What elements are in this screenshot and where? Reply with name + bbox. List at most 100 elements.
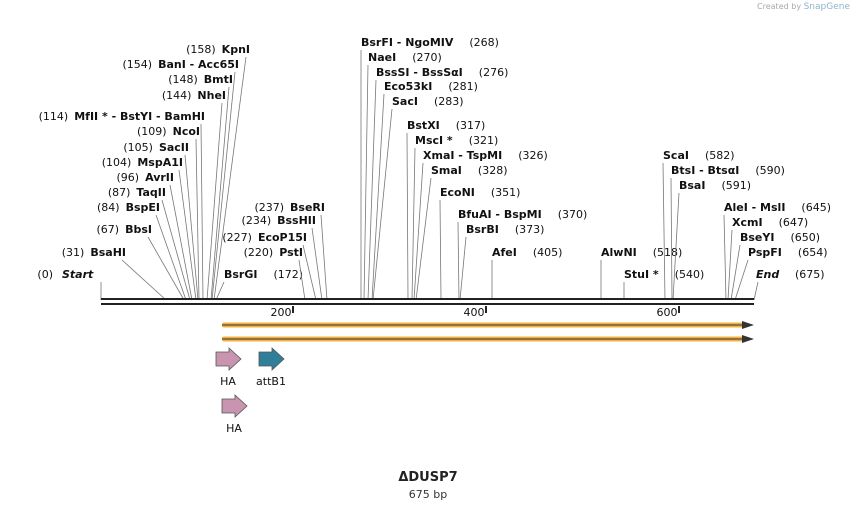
site-position-label: (351) <box>491 186 521 199</box>
site-position-label: (227) <box>222 231 252 244</box>
site-name-label: Eco53kI <box>384 80 432 93</box>
site-name-label: AleI - MslI <box>724 201 785 214</box>
site-position-label: (283) <box>434 95 464 108</box>
site-connector <box>406 132 409 301</box>
site-name-label: BsaHI <box>90 246 126 259</box>
site-connector <box>155 214 187 301</box>
site-connector <box>723 214 727 301</box>
snapgene-credit: Created by SnapGene <box>757 2 850 12</box>
site-connector <box>215 281 225 301</box>
site-connector <box>372 108 393 301</box>
site-name-label: EcoNI <box>440 186 475 199</box>
site-connector <box>206 102 223 301</box>
site-connector <box>195 138 200 301</box>
site-position-label: (373) <box>515 223 545 236</box>
site-position-label: (268) <box>469 36 499 49</box>
site-name-label: NaeI <box>368 51 396 64</box>
site-connector <box>670 177 673 301</box>
orf-arrowhead <box>742 335 754 343</box>
site-connector <box>734 259 749 301</box>
site-connector <box>411 147 416 301</box>
site-connector <box>662 162 666 301</box>
site-position-label: (326) <box>518 149 548 162</box>
site-name-label: BtsI - BtsαI <box>671 164 739 177</box>
site-name-label: SmaI <box>431 164 462 177</box>
ruler-tick-label: 600 <box>657 306 678 319</box>
site-name-label: BssHII <box>277 214 316 227</box>
site-connector <box>169 184 193 301</box>
site-connector <box>298 259 306 301</box>
site-position-label: (591) <box>721 179 751 192</box>
site-position-label: (645) <box>801 201 831 214</box>
site-name-label: StuI * <box>624 268 659 281</box>
site-name-label: XcmI <box>732 216 763 229</box>
feature-label: HA <box>220 375 236 388</box>
site-position-label: (234) <box>242 214 272 227</box>
site-position-label: (317) <box>456 119 486 132</box>
site-name-label: AlwNI <box>601 246 637 259</box>
feature-label: attB1 <box>256 375 286 388</box>
site-name-label: BseYI <box>740 231 774 244</box>
orf-arrowhead <box>742 321 754 329</box>
site-position-label: (96) <box>117 171 140 184</box>
site-position-label: (654) <box>798 246 828 259</box>
site-connector <box>302 244 317 301</box>
site-name-label: BmtI <box>204 73 233 86</box>
start-label: Start <box>62 268 94 281</box>
site-position-label: (518) <box>653 246 683 259</box>
ruler-tick-label: 200 <box>271 306 292 319</box>
site-name-label: AfeI <box>492 246 517 259</box>
site-position-label: (154) <box>122 58 152 71</box>
site-position-label: (87) <box>108 186 131 199</box>
site-name-label: AvrII <box>145 171 174 184</box>
site-name-label: SacII <box>159 141 189 154</box>
site-connector <box>413 162 424 301</box>
site-position-label: (321) <box>469 134 499 147</box>
site-position-label: (172) <box>273 268 303 281</box>
start-position-label: (0) <box>37 268 53 281</box>
end-position-label: (675) <box>795 268 825 281</box>
feature-label: HA <box>226 422 242 435</box>
site-name-label: BspEI <box>126 201 160 214</box>
site-position-label: (370) <box>558 208 588 221</box>
site-position-label: (270) <box>412 51 442 64</box>
site-connector <box>371 93 385 301</box>
end-label: End <box>756 268 779 281</box>
site-connector <box>211 71 236 301</box>
site-connector <box>161 199 191 301</box>
site-name-label: MfII * - BstYI - BamHI <box>74 110 205 123</box>
site-position-label: (582) <box>705 149 735 162</box>
site-connector <box>320 214 328 301</box>
site-name-label: XmaI - TspMI <box>423 149 502 162</box>
site-connector <box>121 259 167 301</box>
site-position-label: (220) <box>244 246 274 259</box>
feature-arrow <box>221 394 248 418</box>
end-connector <box>753 281 759 301</box>
site-position-label: (328) <box>478 164 508 177</box>
site-position-label: (104) <box>102 156 132 169</box>
site-position-label: (647) <box>779 216 809 229</box>
site-name-label: TaqII <box>136 186 166 199</box>
site-position-label: (109) <box>137 125 167 138</box>
site-position-label: (105) <box>123 141 153 154</box>
site-position-label: (84) <box>97 201 120 214</box>
site-name-label: NcoI <box>173 125 200 138</box>
snapgene-logo-text: SnapGene <box>803 2 850 12</box>
site-name-label: BsrFI - NgoMIV <box>361 36 454 49</box>
site-name-label: BsaI <box>679 179 705 192</box>
site-position-label: (114) <box>39 110 69 123</box>
site-connector <box>367 79 377 301</box>
site-connector <box>363 64 369 301</box>
site-name-label: BstXI <box>407 119 440 132</box>
credit-prefix: Created by <box>757 2 802 11</box>
site-name-label: MscI * <box>415 134 453 147</box>
site-connector <box>311 227 323 301</box>
site-connector <box>672 192 680 301</box>
site-connector <box>439 199 442 301</box>
site-position-label: (148) <box>168 73 198 86</box>
site-name-label: KpnI <box>222 43 250 56</box>
site-name-label: MspA1I <box>137 156 183 169</box>
site-connector <box>457 221 460 301</box>
site-position-label: (540) <box>675 268 705 281</box>
